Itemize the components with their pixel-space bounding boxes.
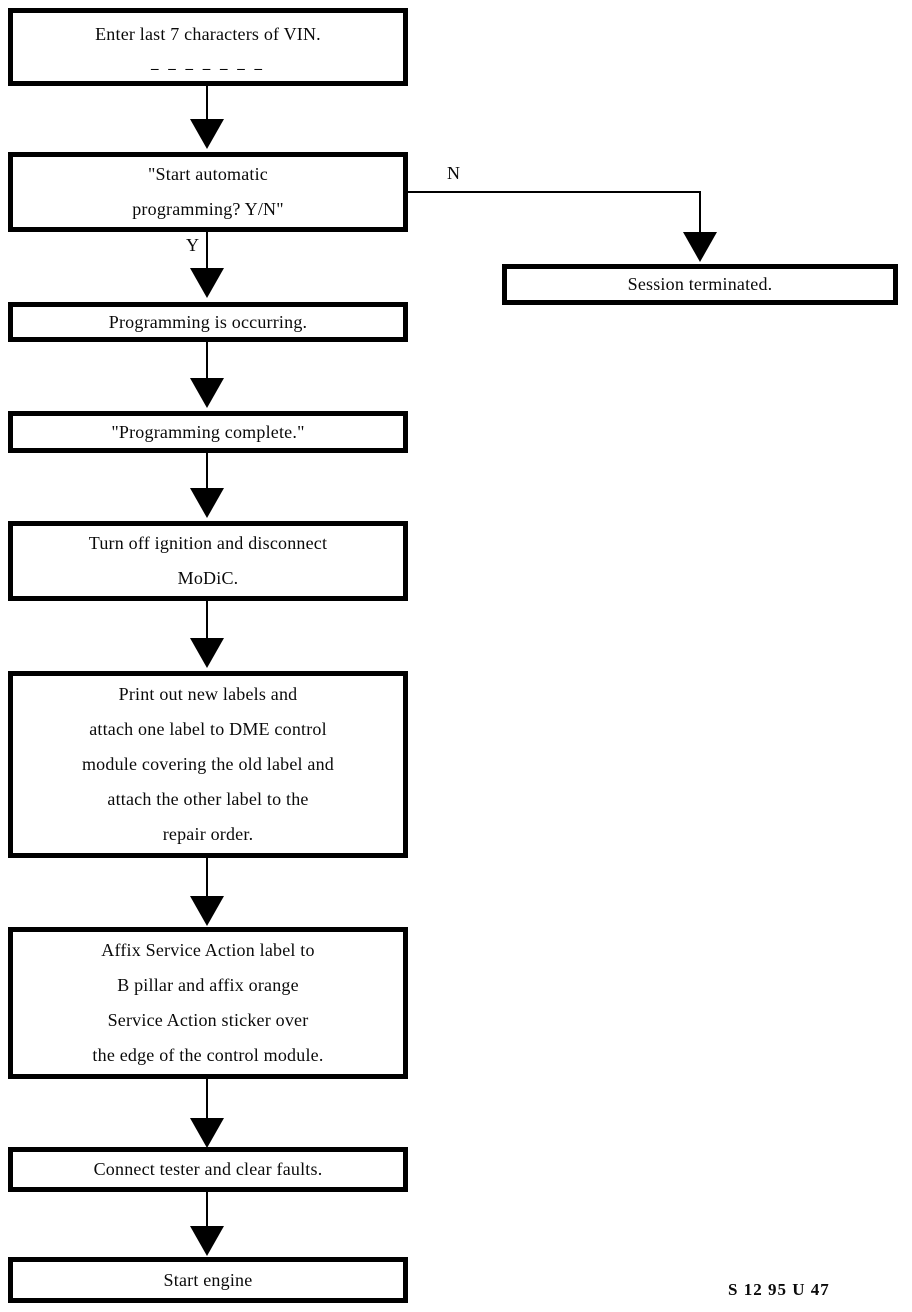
- arrow-down-icon: [190, 638, 224, 668]
- connector-line: [206, 1192, 208, 1228]
- node-text: Start engine: [163, 1269, 253, 1290]
- node-text: Connect tester and clear faults.: [93, 1159, 323, 1179]
- vin-blank-slots: _ _ _ _ _ _ _: [151, 56, 265, 72]
- flow-node-connect-tester: Connect tester and clear faults.: [8, 1147, 408, 1192]
- node-text: B pillar and affix orange: [117, 975, 299, 995]
- node-text: Service Action sticker over: [107, 1010, 309, 1030]
- arrow-down-icon: [190, 1118, 224, 1148]
- connector-line: [206, 86, 208, 122]
- flow-node-start-engine: Start engine: [8, 1257, 408, 1303]
- arrow-down-icon: [683, 232, 717, 262]
- flow-node-programming-occurring: Programming is occurring.: [8, 302, 408, 342]
- node-text: Affix Service Action label to: [101, 940, 315, 960]
- node-text: "Programming complete.": [111, 421, 305, 442]
- flow-node-programming-complete: "Programming complete.": [8, 411, 408, 453]
- arrow-down-icon: [190, 488, 224, 518]
- arrow-down-icon: [190, 1226, 224, 1256]
- connector-line: [206, 342, 208, 380]
- node-text: Turn off ignition and disconnect: [88, 533, 328, 553]
- arrow-down-icon: [190, 378, 224, 408]
- node-text: Programming is occurring.: [108, 311, 308, 332]
- flow-node-affix-labels: Affix Service Action label to B pillar a…: [8, 927, 408, 1079]
- figure-code-caption: S 12 95 U 47: [728, 1280, 830, 1299]
- connector-line: [699, 191, 701, 234]
- connector-line: [408, 191, 701, 193]
- connector-line: [206, 232, 208, 270]
- node-text: Session terminated.: [627, 274, 773, 294]
- flow-node-enter-vin: Enter last 7 characters of VIN. _ _ _ _ …: [8, 8, 408, 86]
- connector-line: [206, 858, 208, 898]
- arrow-down-icon: [190, 896, 224, 926]
- node-text: MoDiC.: [177, 568, 239, 588]
- flow-node-session-terminated: Session terminated.: [502, 264, 898, 305]
- flow-node-print-labels: Print out new labels and attach one labe…: [8, 671, 408, 858]
- node-text: "Start automatic: [147, 164, 268, 184]
- node-text: Print out new labels and: [118, 684, 298, 704]
- node-text: repair order.: [162, 824, 254, 844]
- node-text: Enter last 7 characters of VIN.: [95, 24, 321, 44]
- edge-label-yes: Y: [186, 235, 199, 255]
- connector-line: [206, 1079, 208, 1120]
- edge-label-no: N: [447, 163, 460, 183]
- node-text: attach the other label to the: [107, 789, 309, 809]
- flow-node-start-prompt: "Start automatic programming? Y/N": [8, 152, 408, 232]
- node-text: module covering the old label and: [81, 754, 335, 774]
- node-text: attach one label to DME control: [89, 719, 327, 739]
- flow-node-turn-off-ignition: Turn off ignition and disconnect MoDiC.: [8, 521, 408, 601]
- connector-line: [206, 453, 208, 490]
- node-text: the edge of the control module.: [92, 1045, 324, 1065]
- node-text: programming? Y/N": [132, 199, 284, 219]
- arrow-down-icon: [190, 119, 224, 149]
- connector-line: [206, 601, 208, 640]
- arrow-down-icon: [190, 268, 224, 298]
